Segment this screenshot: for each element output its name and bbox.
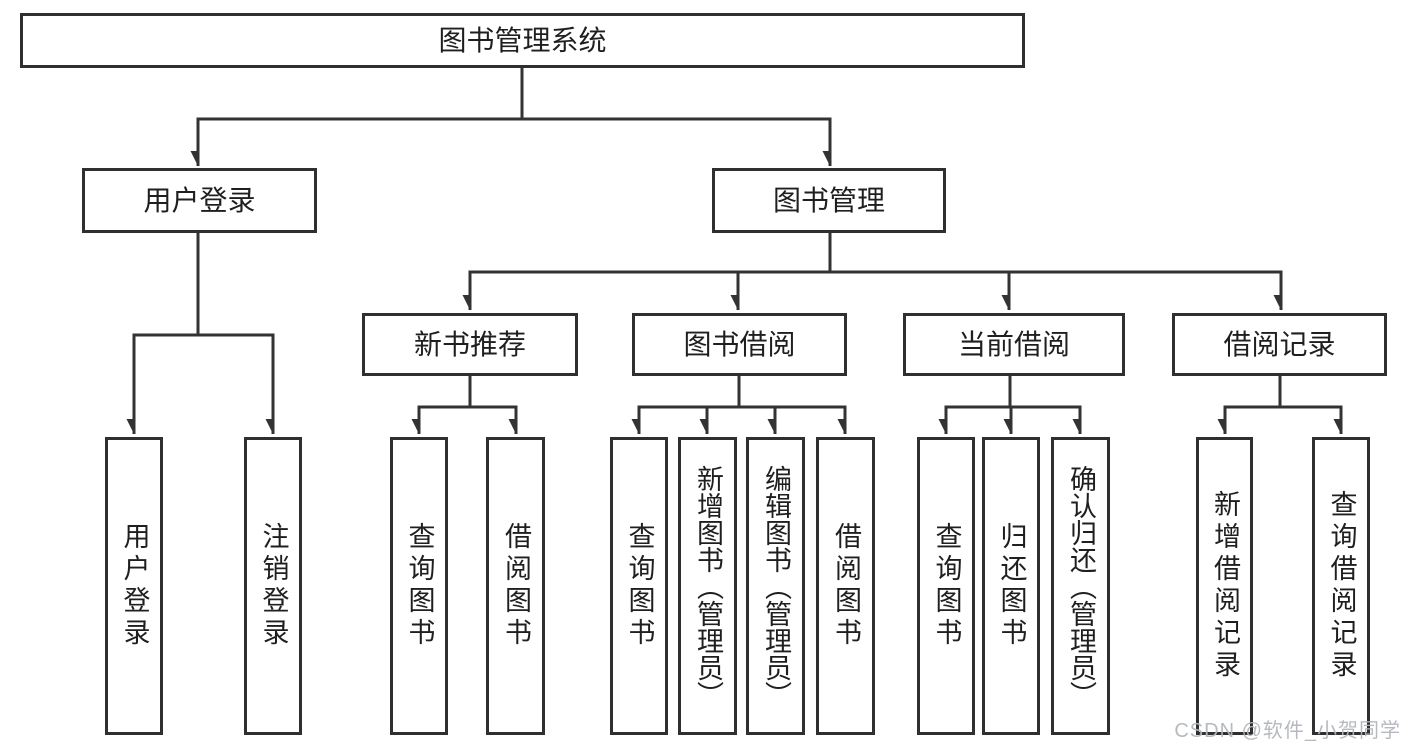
node-new-book-recommend: 新书推荐 [362, 313, 578, 376]
leaf-add-borrow-record: 新增借阅记录 [1196, 437, 1253, 735]
leaf-query-books-current: 查询图书 [917, 437, 975, 735]
leaf-query-books-recommend: 查询图书 [390, 437, 448, 735]
leaf-query-books-borrow: 查询图书 [610, 437, 668, 735]
leaf-add-book-admin: 新增图书（管理员） [678, 437, 737, 735]
leaf-user-login: 用户登录 [105, 437, 163, 735]
node-library-system-root: 图书管理系统 [20, 13, 1025, 68]
node-user-login: 用户登录 [82, 168, 317, 233]
leaf-borrow-books-recommend: 借阅图书 [486, 437, 545, 735]
leaf-query-borrow-record: 查询借阅记录 [1312, 437, 1370, 735]
leaf-confirm-return-admin: 确认归还（管理员） [1051, 437, 1110, 735]
leaf-borrow-books: 借阅图书 [816, 437, 875, 735]
node-current-borrowing: 当前借阅 [903, 313, 1125, 376]
csdn-watermark: CSDN @软件_小贺同学 [1174, 720, 1401, 742]
leaf-return-books: 归还图书 [982, 437, 1040, 735]
node-book-management: 图书管理 [712, 168, 946, 233]
node-borrow-records: 借阅记录 [1172, 313, 1387, 376]
node-book-borrowing: 图书借阅 [632, 313, 847, 376]
leaf-logout: 注销登录 [244, 437, 302, 735]
leaf-edit-book-admin: 编辑图书（管理员） [746, 437, 805, 735]
